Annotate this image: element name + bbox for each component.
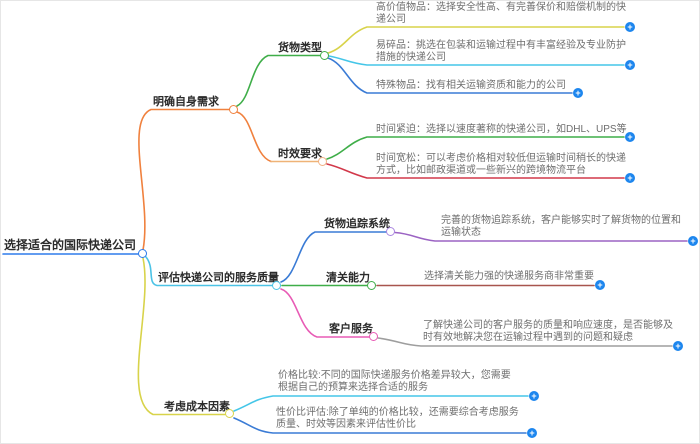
expand-icon[interactable]: +	[688, 236, 698, 246]
expand-icon[interactable]: +	[625, 60, 635, 70]
collapse-handle-branch2[interactable]	[272, 281, 281, 290]
expand-icon[interactable]: +	[625, 22, 635, 32]
node-time-requirement[interactable]: 时效要求	[278, 148, 322, 160]
leaf-service-desc[interactable]: 了解快递公司的客户服务的质量和响应速度，是否能够及时有效地解决您在运输过程中遇到…	[423, 320, 673, 343]
expand-icon[interactable]: +	[625, 132, 635, 142]
connector-branch1-cargo-type	[236, 54, 321, 107]
branch-cost-factors[interactable]: 考虑成本因素	[164, 401, 230, 413]
connector-root-branch2	[145, 256, 273, 287]
leaf-line-price-compare	[233, 395, 529, 412]
node-tracking-system[interactable]: 货物追踪系统	[324, 218, 390, 230]
expand-icon[interactable]: +	[529, 391, 539, 401]
expand-icon[interactable]: +	[595, 280, 605, 290]
leaf-time-urgent[interactable]: 时间紧迫：选择以速度著称的快递公司，如DHL、UPS等	[376, 124, 627, 135]
leaf-line-high-value	[327, 26, 625, 54]
node-cargo-type[interactable]: 货物类型	[278, 42, 322, 54]
leaf-value-assessment[interactable]: 性价比评估:除了单纯的价格比较，还需要综合考虑服务质量、时效等因素来评估性价比	[276, 407, 519, 430]
node-customs-ability[interactable]: 清关能力	[326, 272, 370, 284]
collapse-handle-customs[interactable]	[367, 281, 376, 290]
leaf-line-value-assess	[233, 417, 527, 434]
leaf-special-items[interactable]: 特殊物品：找有相关运输资质和能力的公司	[376, 80, 566, 91]
collapse-handle-branch1[interactable]	[229, 105, 238, 114]
leaf-time-relaxed[interactable]: 时间宽松：可以考虑价格相对较低但运输时间稍长的快递方式，比如邮政渠道或一些新兴的…	[376, 153, 626, 176]
branch-clarify-needs[interactable]: 明确自身需求	[153, 96, 219, 108]
leaf-line-relaxed	[326, 163, 625, 179]
connector-root-branch1	[138, 108, 230, 251]
connector-root-branch3	[137, 257, 226, 416]
leaf-line-urgent	[326, 136, 625, 160]
expand-icon[interactable]: +	[527, 428, 537, 438]
leaf-line-tracking	[394, 231, 688, 242]
collapse-handle-time-req[interactable]	[318, 157, 327, 166]
branch-evaluate-service[interactable]: 评估快递公司的服务质量	[158, 272, 279, 284]
expand-icon[interactable]: +	[625, 173, 635, 183]
root-node[interactable]: 选择适合的国际快递公司	[4, 238, 137, 252]
connector-branch2-service	[280, 288, 370, 338]
collapse-handle-service[interactable]	[369, 332, 378, 341]
leaf-fragile-items[interactable]: 易碎品：挑选在包装和运输过程中有丰富经验及专业防护措施的快递公司	[376, 40, 626, 63]
expand-icon[interactable]: +	[573, 88, 583, 98]
node-customer-service[interactable]: 客户服务	[329, 323, 373, 335]
connector-branch1-time-req	[236, 111, 272, 163]
collapse-handle-branch3[interactable]	[225, 409, 234, 418]
collapse-handle-cargo-type[interactable]	[320, 51, 329, 60]
leaf-line-special	[327, 57, 573, 94]
leaf-line-fragile	[328, 55, 625, 66]
collapse-handle-root[interactable]	[138, 249, 147, 258]
connector-branch2-tracking	[280, 231, 387, 283]
expand-icon[interactable]: +	[673, 341, 683, 351]
leaf-price-comparison[interactable]: 价格比较:不同的国际快递服务价格差异较大，您需要根据自己的预算来选择合适的服务	[278, 370, 511, 393]
leaf-tracking-desc[interactable]: 完善的货物追踪系统，客户能够实时了解货物的位置和运输状态	[441, 215, 681, 238]
collapse-handle-tracking[interactable]	[386, 227, 395, 236]
leaf-high-value-items[interactable]: 高价值物品：选择安全性高、有完善保价和赔偿机制的快递公司	[376, 2, 626, 25]
leaf-customs-desc[interactable]: 选择清关能力强的快递服务商非常重要	[424, 271, 594, 282]
leaf-line-service	[377, 337, 673, 347]
